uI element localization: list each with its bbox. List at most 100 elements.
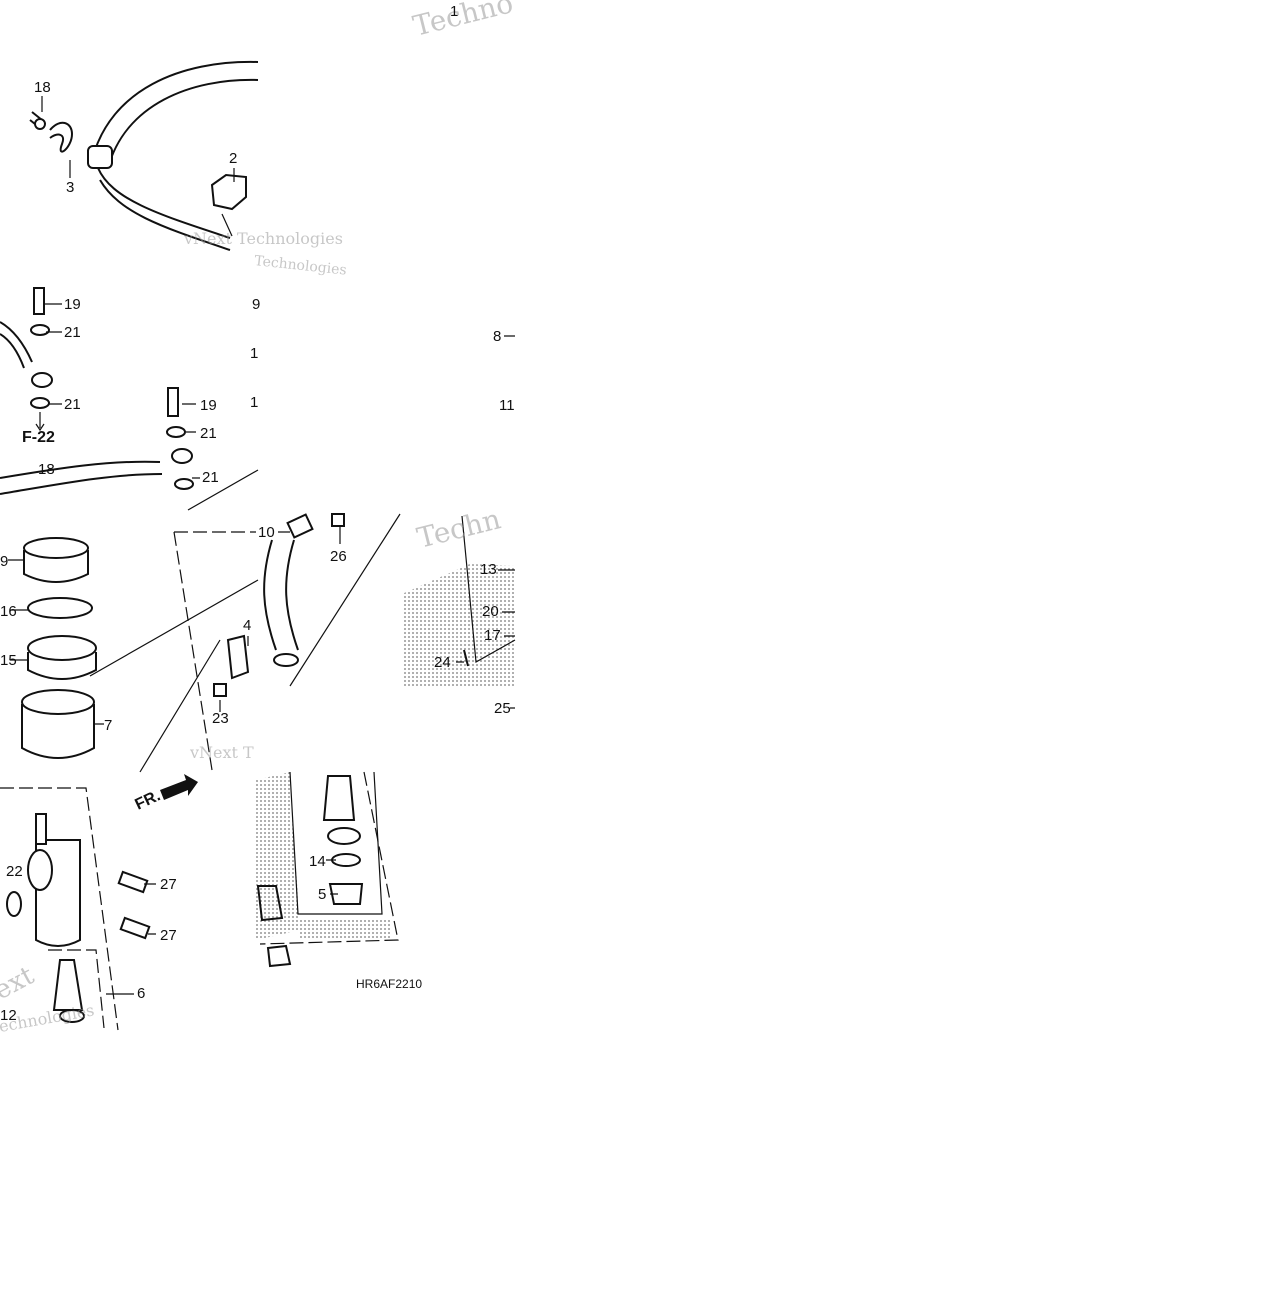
inset-boundary bbox=[461, 515, 516, 663]
callout-25: 25 bbox=[494, 700, 511, 717]
joint-block bbox=[256, 885, 284, 922]
dashed-boundary-d bbox=[259, 771, 399, 945]
callout-21: 21 bbox=[64, 324, 81, 341]
seal-ring bbox=[6, 891, 22, 917]
washer-21-b bbox=[30, 397, 50, 409]
leader-line-d bbox=[139, 639, 221, 773]
tile-piston-kit bbox=[256, 771, 399, 968]
watermark-4: Techn bbox=[414, 502, 504, 555]
callout-21: 21 bbox=[202, 469, 219, 486]
joint-4 bbox=[226, 634, 250, 680]
callout-21: 21 bbox=[200, 425, 217, 442]
dashed-boundary-b bbox=[0, 787, 119, 1031]
watermark-3: Technologies bbox=[254, 253, 348, 279]
plate-15 bbox=[27, 597, 93, 619]
dashed-boundary-a bbox=[173, 531, 256, 771]
dashed-boundary-c bbox=[48, 949, 105, 1029]
direction-label: FR. bbox=[133, 787, 164, 813]
callout-10: 10 bbox=[258, 524, 275, 541]
diaphragm-14-body bbox=[27, 652, 97, 680]
leader-line-c bbox=[289, 513, 401, 687]
hose-10 bbox=[263, 539, 277, 651]
callout-14: 15 bbox=[0, 652, 17, 669]
leader-line-a bbox=[187, 469, 259, 511]
stipple-area-3 bbox=[300, 920, 390, 940]
callout-17: 17 bbox=[484, 627, 501, 644]
diaphragm-14 bbox=[27, 635, 97, 661]
callout-4: 4 bbox=[243, 617, 251, 634]
leader-ticks bbox=[8, 96, 515, 995]
callout-1: 1 bbox=[250, 345, 258, 362]
washer-21-c bbox=[166, 426, 186, 438]
arrow-f22 bbox=[35, 412, 45, 432]
washer-21-d bbox=[174, 478, 194, 490]
tile-master-cylinder bbox=[0, 787, 151, 1031]
watermark-1: Techno bbox=[410, 0, 517, 43]
bushing-5 bbox=[328, 883, 364, 905]
callout-20: 20 bbox=[482, 603, 499, 620]
brake-line-lower-2 bbox=[0, 473, 163, 495]
front-arrow bbox=[160, 774, 198, 800]
callout-13: 13 bbox=[480, 561, 497, 578]
watermark-2: vNext Technologies bbox=[183, 229, 343, 248]
brake-line-lower bbox=[0, 460, 161, 479]
stipple-area-2 bbox=[256, 772, 300, 940]
callout-6: 6 bbox=[137, 985, 145, 1002]
hose-outline-lower bbox=[107, 78, 259, 169]
banjo-fitting-b bbox=[171, 448, 193, 464]
watermark-5: vNext T bbox=[189, 743, 254, 762]
seal-part bbox=[327, 827, 361, 845]
stipple-area bbox=[402, 564, 515, 688]
hose-lower-run-2 bbox=[99, 179, 231, 251]
reservoir-7-body bbox=[21, 704, 95, 759]
callout-27: 27 bbox=[160, 927, 177, 944]
callout-7: 7 bbox=[104, 717, 112, 734]
hose-fitting bbox=[87, 145, 113, 169]
clamp-3 bbox=[49, 121, 74, 153]
bolt-27-b bbox=[119, 916, 151, 940]
banjo-fitting-a bbox=[31, 372, 53, 388]
tile-inset-right bbox=[402, 515, 516, 688]
callout-9: 9 bbox=[252, 296, 260, 313]
callout-1: 1 bbox=[450, 3, 458, 20]
bracket-2 bbox=[210, 173, 247, 211]
master-cylinder-body bbox=[35, 839, 81, 947]
boot-spring bbox=[322, 775, 356, 821]
tile-reservoir bbox=[21, 513, 401, 800]
callout-3: 3 bbox=[66, 179, 74, 196]
tile-brake-lines bbox=[0, 287, 259, 511]
callout-21: 21 bbox=[64, 396, 81, 413]
reservoir-cap-9-body bbox=[23, 550, 89, 583]
bolt-18-head bbox=[34, 118, 46, 130]
callout-12: 12 bbox=[0, 1007, 17, 1024]
leader-line-b bbox=[89, 579, 259, 677]
brake-line-upper-2 bbox=[0, 333, 25, 369]
callout-1: 1 bbox=[250, 394, 258, 411]
washer-21-a bbox=[30, 324, 50, 336]
fitting-end bbox=[266, 944, 292, 968]
brake-line-upper bbox=[0, 321, 33, 363]
reservoir-7 bbox=[21, 689, 95, 715]
cylinder-port bbox=[27, 849, 53, 891]
callout-19: 19 bbox=[64, 296, 81, 313]
hose-lower-run bbox=[97, 167, 231, 239]
callout-19: 19 bbox=[200, 397, 217, 414]
banjo-bolt-19-a bbox=[33, 287, 45, 315]
pin-24 bbox=[463, 649, 469, 667]
callout-26: 26 bbox=[330, 548, 347, 565]
bracket-2-bolt bbox=[221, 213, 233, 237]
callout-22: 22 bbox=[6, 863, 23, 880]
watermark-6: ext bbox=[0, 960, 40, 1006]
callout-18: 18 bbox=[34, 79, 51, 96]
callout-24: 24 bbox=[434, 654, 451, 671]
clip-10 bbox=[286, 513, 314, 539]
callout-2: 2 bbox=[229, 150, 237, 167]
callout-9: 9 bbox=[0, 553, 8, 570]
inset-boundary-2 bbox=[289, 771, 383, 915]
bolt-26 bbox=[331, 513, 345, 527]
clamp-hose bbox=[273, 653, 299, 667]
callout-8: 8 bbox=[493, 328, 501, 345]
spring-piston bbox=[52, 959, 84, 1011]
